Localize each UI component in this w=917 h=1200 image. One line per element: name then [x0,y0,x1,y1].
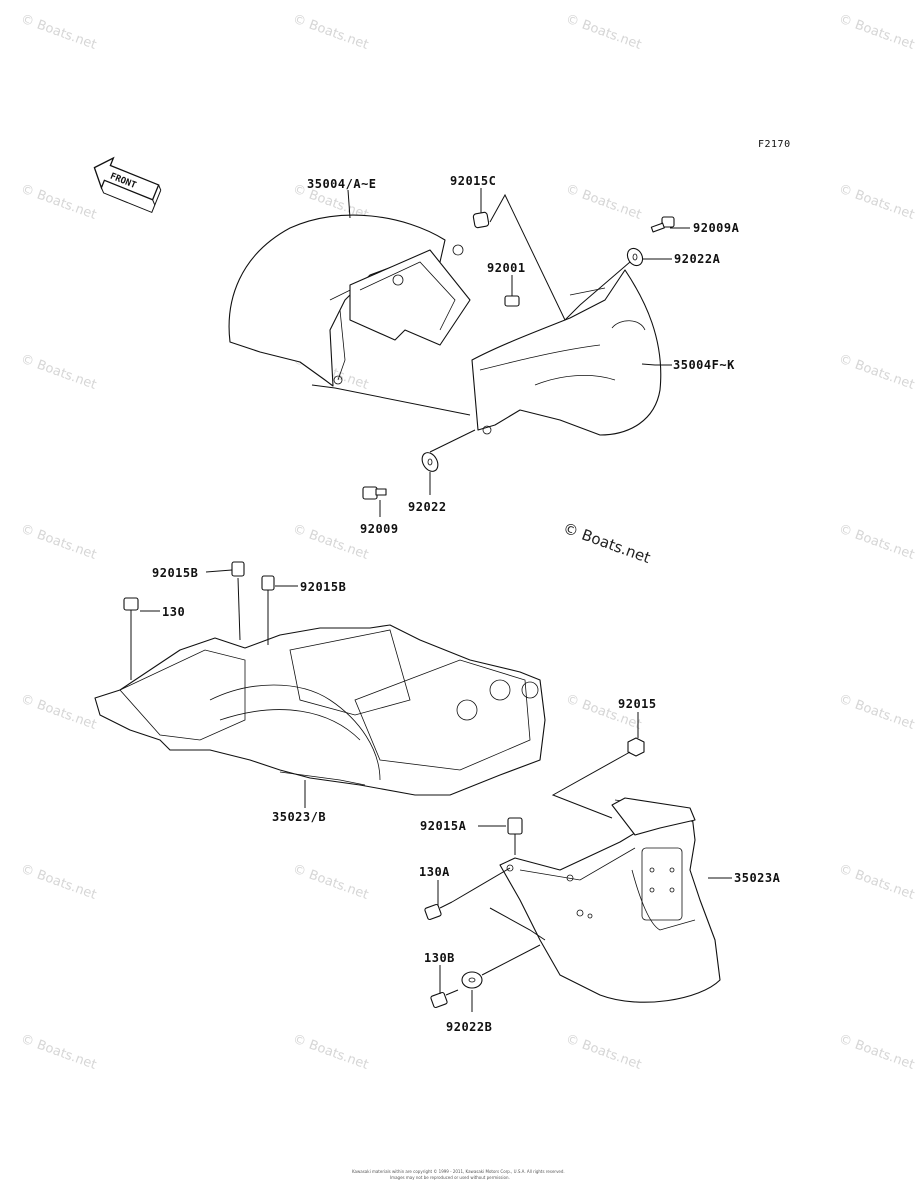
watermark: © Boats.net [19,862,99,903]
nut-92015b-left-icon [231,561,245,577]
part-labels: 35004/A~E 92015C 92009A 92022A 92001 350… [152,174,781,1034]
bolt-130-icon [123,597,139,622]
watermark: © Boats.net [291,522,371,563]
watermark: © Boats.net [837,522,917,563]
watermark: © Boats.net [19,182,99,223]
bolt-92015c-icon [472,211,490,229]
label-92009: 92009 [360,522,399,536]
label-130b: 130B [424,951,455,965]
label-92015b-left: 92015B [152,566,198,580]
watermark: © Boats.net [837,1032,917,1073]
label-35004-ae: 35004/A~E [307,177,377,191]
watermark: © Boats.net [19,1032,99,1073]
label-92001: 92001 [487,261,526,275]
front-arrow-icon: FRONT [93,156,162,214]
label-92015: 92015 [618,697,657,711]
label-92009a: 92009A [693,221,740,235]
nut-92015-icon [627,737,645,757]
inner-rear-fender-part [94,624,546,796]
label-130: 130 [162,605,185,619]
washer-92022b-icon [461,971,483,989]
label-92015b-right: 92015B [300,580,346,594]
leader-lines-front [311,188,690,517]
watermark: © Boats.net [837,862,917,903]
watermark: © Boats.net [19,352,99,393]
watermark: © Boats.net [291,12,371,53]
label-35023b: 35023/B [272,810,326,824]
watermark: © Boats.net [564,12,644,53]
label-35004-fk: 35004F~K [673,358,735,372]
watermark: © Boats.net [291,1032,371,1073]
footer-line-1: Kawasaki materials within are copyright … [352,1169,565,1174]
diagram-id: F2170 [758,139,791,150]
label-92015c: 92015C [450,174,496,188]
washer-92022-icon [421,452,439,472]
bolt-130b-icon [430,989,459,1009]
label-92022b: 92022B [446,1020,492,1034]
bolt-130a-icon [424,901,453,921]
label-92022: 92022 [408,500,447,514]
watermark: © Boats.net [19,692,99,733]
copyright-mark: © Boats.net [561,519,653,567]
watermark: © Boats.net [837,352,917,393]
bolt-92009-icon [362,486,387,500]
label-130a: 130A [419,865,450,879]
front-fender-front-part [471,269,662,436]
label-92015a: 92015A [420,819,467,833]
watermark: © Boats.net [19,12,99,53]
watermark: © Boats.net [837,182,917,223]
label-92022a: 92022A [674,252,721,266]
washer-92022a-icon [626,247,644,267]
watermark: © Boats.net [564,1032,644,1073]
bolt-92001-icon [504,286,520,307]
rear-fender-part [499,797,721,1003]
watermark: © Boats.net [564,182,644,223]
leader-lines-mid [130,569,306,808]
watermark: © Boats.net [837,692,917,733]
front-fender-rear-part [228,214,471,387]
watermark: © Boats.net [19,522,99,563]
label-35023a: 35023A [734,871,781,885]
nut-92015a-icon [507,817,523,835]
watermark: © Boats.net [837,12,917,53]
footer-line-2: Images may not be reproduced or used wit… [390,1175,510,1180]
leader-lines-rear [437,712,732,1012]
nut-92015b-right-icon [261,575,275,591]
bolt-92009a-icon [650,216,675,233]
watermark-layer: © Boats.net © Boats.net © Boats.net © Bo… [19,12,917,1073]
watermark: © Boats.net [291,862,371,903]
